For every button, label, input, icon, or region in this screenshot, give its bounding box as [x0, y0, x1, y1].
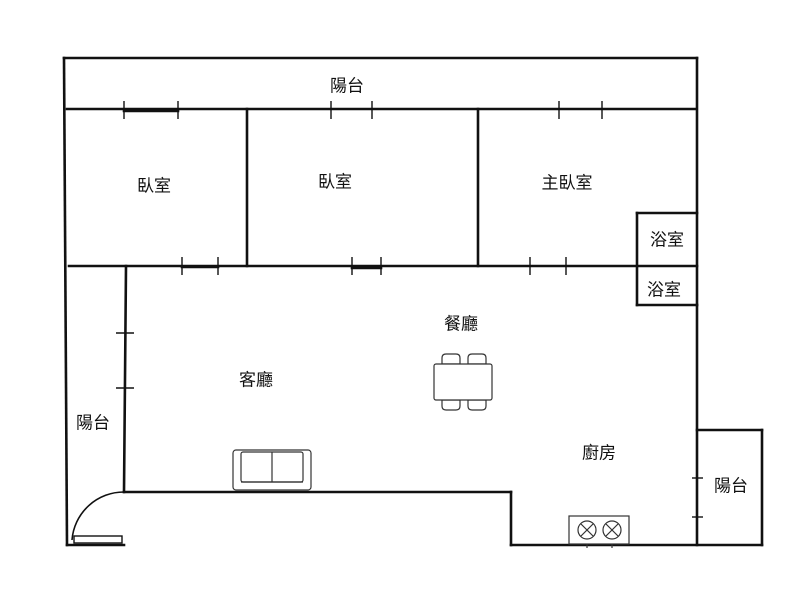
living-room-label: 客廳: [239, 370, 273, 391]
kitchen-label: 廚房: [582, 443, 616, 464]
master-bedroom-label: 主臥室: [541, 173, 593, 194]
outer-walls: [62, 56, 764, 547]
balcony-right-doors: [692, 477, 703, 518]
bathroom-lower-label: 浴室: [647, 280, 681, 301]
stove: [568, 515, 630, 548]
bedroom-left-label: 臥室: [137, 176, 171, 197]
dining-table: [433, 353, 493, 411]
balcony-top-label: 陽台: [330, 76, 364, 97]
balcony-left-doors: [116, 332, 134, 389]
entry-door: [71, 491, 125, 544]
bedroom-middle-label: 臥室: [318, 172, 352, 193]
bedroom-doors: [180, 257, 567, 275]
bathroom-upper-label: 浴室: [650, 230, 684, 251]
bedroom-walls: [67, 107, 699, 268]
living-bottom-walls: [122, 490, 513, 547]
dining-room-label: 餐廳: [444, 314, 478, 335]
balcony-right-label: 陽台: [714, 476, 748, 497]
balcony-top-doors: [122, 101, 603, 119]
balcony-left-label: 陽台: [76, 413, 110, 434]
sofa: [232, 449, 312, 491]
balcony-left-wall: [122, 264, 128, 494]
bathroom-walls: [635, 211, 699, 307]
